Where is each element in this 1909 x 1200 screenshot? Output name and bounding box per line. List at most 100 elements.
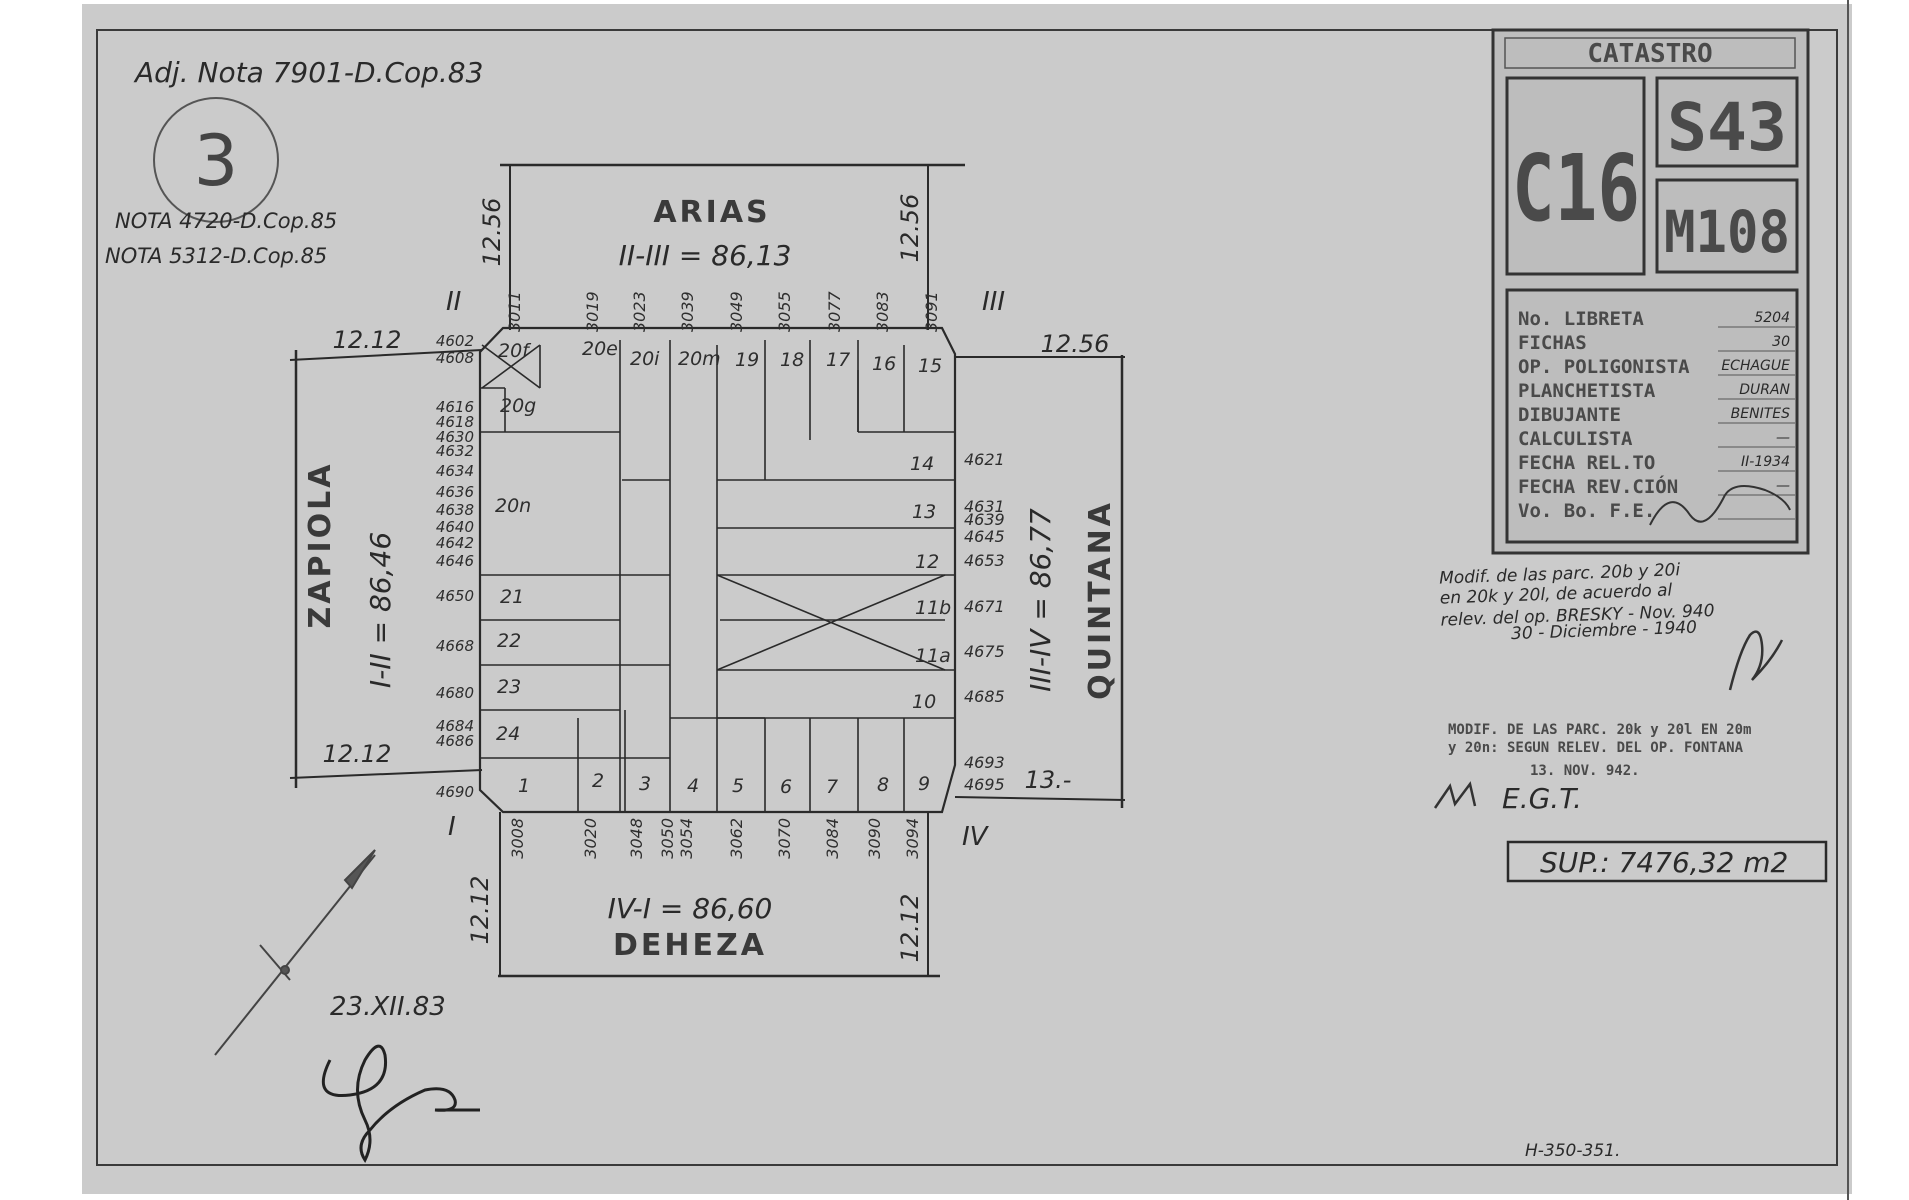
side-bottom: IV-I = 86,60 [608,892,773,925]
initials-mark [1433,781,1477,809]
parcel-label: 20i [630,348,660,370]
stamp-row-value: DURAN [1739,382,1790,398]
door-number-left: 4630 [436,428,474,446]
stamp-row-label: FECHA REV.CIÓN [1518,474,1678,498]
door-number-top: 3077 [825,290,844,332]
parcel-label: 14 [910,453,934,475]
stamp-row-label: PLANCHETISTA [1518,380,1656,402]
door-number-left: 4650 [436,587,474,605]
stamp-row-value: 30 [1772,334,1790,350]
parcel-label: 13 [912,501,936,523]
stamp-table-box [1505,288,1799,544]
width-top-right: 12.56 [896,194,924,263]
parcel-label: 6 [780,776,792,798]
parcel-label: 20f [498,340,532,362]
door-number-bottom: 3048 [627,818,646,859]
width-left-top: 12.12 [333,326,402,354]
parcel-label: 20g [500,395,536,417]
stamp-row-value: 5204 [1754,310,1790,326]
door-number-left: 4608 [436,349,474,367]
door-number-left: 4668 [436,637,474,655]
stamp-signature [1649,485,1791,526]
stamp-row-label: FICHAS [1518,332,1587,354]
width-bottom-right: 12.12 [896,894,924,963]
stamp-catastro: CATASTRO [1587,39,1712,69]
block-outline [478,326,957,814]
modif-signature [1728,630,1784,691]
parcel-label: 7 [826,776,838,798]
door-number-bottom: 3062 [727,818,746,859]
note-1: NOTA 4720-D.Cop.85 [115,209,337,233]
plan-code: H-350-351. [1525,1141,1620,1161]
width-right-top: 12.56 [1041,330,1110,358]
door-number-top: 3039 [678,291,697,332]
door-number-right: 4639 [964,510,1005,529]
width-bottom-left: 12.12 [466,876,494,945]
parcel-label: 1 [518,775,530,797]
parcel-label: 19 [735,349,759,371]
stamp-row-label: DIBUJANTE [1518,404,1621,426]
street-left: ZAPIOLA [303,462,338,629]
door-numbers-left: 4602460846164618463046324634463646384640… [436,332,474,801]
stamp-row-value: II-1934 [1741,454,1790,470]
area-value: SUP.: 7476,32 m2 [1540,846,1788,879]
parcel-label: 11b [915,597,951,619]
door-number-right: 4671 [964,597,1005,616]
door-number-right: 4693 [964,753,1005,772]
door-number-left: 4602 [436,332,474,350]
door-number-right: 4695 [964,775,1005,794]
stamp-row-label: No. LIBRETA [1518,308,1644,330]
corner-II: II [446,287,461,317]
door-number-bottom: 3054 [677,818,696,859]
door-number-bottom: 3094 [903,818,922,859]
parcel-label: 3 [639,773,651,795]
corner-III: III [982,287,1005,317]
stamp-s: S43 [1667,89,1787,166]
stamp-header-box [1504,37,1796,69]
door-number-left: 4642 [436,534,474,552]
circle-number: 3 [194,120,239,202]
north-arrow-icon [214,849,376,1056]
door-number-bottom: 3084 [823,818,842,859]
parcel-label: 23 [497,676,521,698]
parcel-label: 24 [496,723,520,745]
parcel-label: 20n [495,495,531,517]
stamp-row-value: — [1776,430,1790,446]
note-2: NOTA 5312-D.Cop.85 [105,244,327,268]
door-number-left: 4690 [436,783,474,801]
circle-stamp [153,97,279,223]
modification-line: MODIF. DE LAS PARC. 20k y 20l EN 20m [1448,722,1751,738]
initials: E.G.T. [1502,782,1582,815]
parcel-label: 20m [678,348,721,370]
parcel-label: 10 [912,691,936,713]
stamp-c: C16 [1512,135,1640,242]
door-number-bottom: 3050 [658,818,677,859]
door-number-top: 3019 [583,291,602,332]
parcel-label: 4 [687,775,699,797]
parcel-label: 17 [826,349,850,371]
door-number-top: 3023 [630,291,649,332]
door-number-top: 3091 [922,291,941,332]
door-number-right: 4653 [964,551,1005,570]
side-top: II-III = 86,13 [619,239,792,272]
door-number-left: 4680 [436,684,474,702]
door-number-right: 4631 [964,497,1005,516]
parcel-label: 2 [592,770,604,792]
stamp-row-value: — [1776,478,1790,494]
stamp-s-box [1655,76,1799,168]
door-number-right: 4645 [964,527,1005,546]
parcel-label: 20e [582,338,618,360]
parcel-label: 16 [872,353,896,375]
parcel-lines [480,340,955,812]
area-box [1506,840,1828,883]
corner-IV: IV [962,822,990,852]
catastro-stamp: CATASTRO C16 S43 M108 No. LIBRETA 5204FIC… [1491,28,1810,555]
stamp-m: M108 [1664,198,1790,266]
